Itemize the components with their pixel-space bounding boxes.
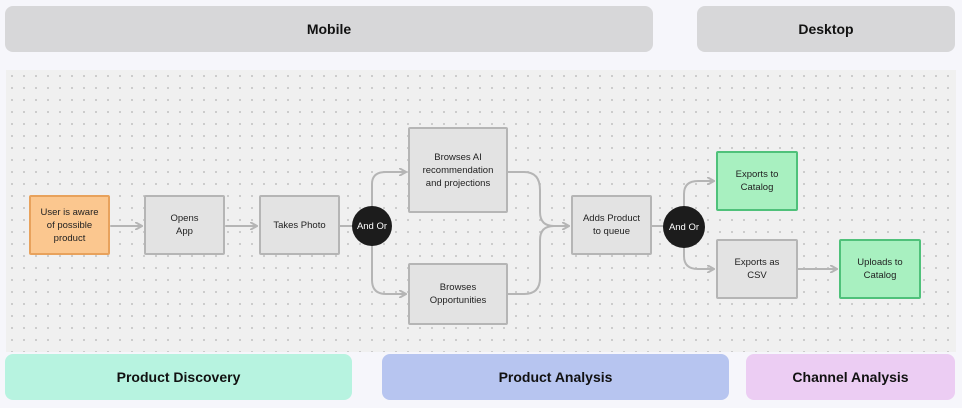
node-adds-product-label: Adds Product to queue	[582, 213, 641, 237]
platform-mobile-label: Mobile	[306, 21, 352, 37]
connector-browse-opps-to-queue	[507, 225, 555, 295]
phase-product-analysis: Product Analysis	[382, 354, 729, 400]
connector-gateway-to-browse-opps	[371, 245, 405, 294]
node-opens-app[interactable]: Opens App	[144, 195, 225, 255]
connector-gateway-to-export-csv	[683, 245, 713, 269]
gateway-and-or-2[interactable]: And Or	[663, 206, 705, 248]
connector-gateway-to-browse-ai	[371, 172, 405, 207]
node-uploads-catalog[interactable]: Uploads to Catalog	[839, 239, 921, 299]
node-browses-ai[interactable]: Browses AI recommendation and projection…	[408, 127, 508, 213]
phase-product-discovery-label: Product Discovery	[116, 369, 241, 385]
node-takes-photo[interactable]: Takes Photo	[259, 195, 340, 255]
platform-desktop-label: Desktop	[798, 21, 854, 37]
platform-mobile-header: Mobile	[5, 6, 653, 52]
node-browses-opportunities[interactable]: Browses Opportunities	[408, 263, 508, 325]
node-opens-app-label: Opens App	[170, 213, 199, 237]
node-user-aware-label: User is aware of possible product	[40, 206, 99, 244]
node-exports-csv-label: Exports as CSV	[734, 257, 780, 281]
node-browses-opportunities-label: Browses Opportunities	[429, 282, 487, 306]
phase-product-analysis-label: Product Analysis	[498, 369, 613, 385]
gateway-and-or-1-label: And Or	[356, 220, 388, 232]
connector-browse-ai-to-queue	[507, 171, 568, 226]
node-uploads-catalog-label: Uploads to Catalog	[857, 257, 903, 281]
gateway-and-or-1[interactable]: And Or	[352, 206, 392, 246]
node-exports-csv[interactable]: Exports as CSV	[716, 239, 798, 299]
gateway-and-or-2-label: And Or	[668, 221, 700, 233]
connector-gateway-to-export-catalog	[683, 181, 713, 207]
node-user-aware[interactable]: User is aware of possible product	[29, 195, 110, 255]
node-browses-ai-label: Browses AI recommendation and projection…	[422, 151, 494, 189]
node-exports-catalog-label: Exports to Catalog	[735, 169, 779, 193]
phase-channel-analysis-label: Channel Analysis	[792, 369, 909, 385]
platform-desktop-header: Desktop	[697, 6, 955, 52]
node-takes-photo-label: Takes Photo	[273, 219, 326, 231]
phase-product-discovery: Product Discovery	[5, 354, 352, 400]
node-exports-catalog[interactable]: Exports to Catalog	[716, 151, 798, 211]
phase-channel-analysis: Channel Analysis	[746, 354, 955, 400]
node-adds-product[interactable]: Adds Product to queue	[571, 195, 652, 255]
